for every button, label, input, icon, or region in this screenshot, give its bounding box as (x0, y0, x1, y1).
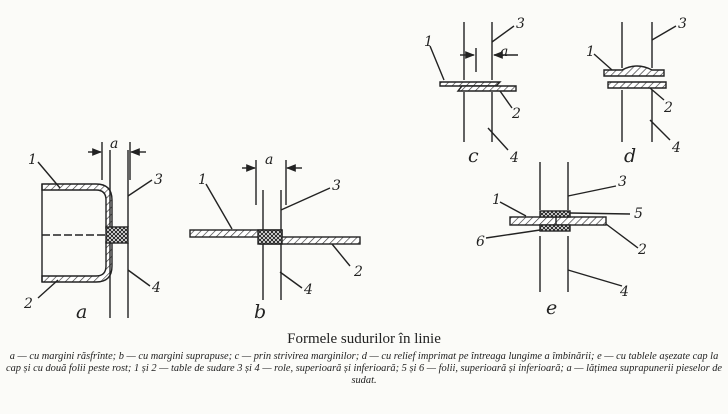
panel-e (485, 162, 639, 292)
label-c-dim: a (500, 44, 508, 60)
label-b-1: 1 (198, 172, 207, 188)
label-b-dim: a (265, 152, 273, 168)
label-b-4: 4 (303, 282, 313, 298)
panel-letter-d: d (624, 145, 636, 167)
label-c-1: 1 (424, 34, 433, 50)
label-e-1: 1 (492, 192, 501, 208)
label-e-2: 2 (637, 242, 647, 258)
label-e-5: 5 (634, 206, 643, 222)
label-a-2: 2 (23, 296, 33, 312)
panel-letter-e: e (546, 297, 557, 319)
label-d-2: 2 (663, 100, 673, 116)
label-b-2: 2 (353, 264, 363, 280)
label-a-4: 4 (151, 280, 161, 296)
caption-title: Formele sudurilor în linie (287, 331, 441, 347)
label-e-4: 4 (619, 284, 629, 300)
panel-d (593, 22, 677, 142)
label-a-dim: a (110, 136, 118, 152)
label-e-6: 6 (476, 234, 485, 250)
label-d-4: 4 (671, 140, 681, 156)
label-b-3: 3 (332, 178, 341, 194)
label-c-3: 3 (516, 16, 525, 32)
panel-a (37, 142, 153, 318)
label-c-2: 2 (511, 106, 521, 122)
label-d-3: 3 (678, 16, 687, 32)
panel-b (189, 160, 361, 300)
panel-letter-c: c (468, 145, 479, 167)
panel-letter-a: a (76, 301, 87, 323)
panel-letter-b: b (254, 301, 266, 323)
label-c-4: 4 (509, 150, 519, 166)
label-a-3: 3 (154, 172, 163, 188)
panel-c (429, 22, 518, 151)
label-d-1: 1 (586, 44, 595, 60)
caption-text: a — cu margini răsfrînte; b — cu margini… (5, 351, 723, 387)
label-a-1: 1 (28, 152, 37, 168)
label-e-3: 3 (618, 174, 627, 190)
